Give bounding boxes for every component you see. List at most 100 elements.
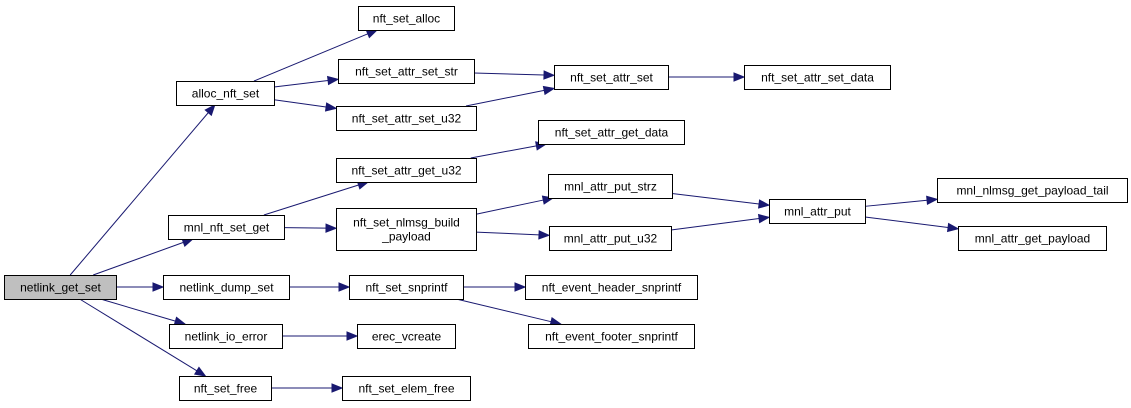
node-box: [336, 158, 477, 183]
edge-mnl_attr_put_strz-to-mnl_attr_put: [671, 192, 771, 209]
node-box: [338, 59, 475, 84]
edge-line: [263, 184, 359, 216]
arrowhead: [926, 195, 939, 206]
edge-netlink_get_set-to-mnl_nft_set_get: [93, 238, 195, 276]
node-nft_set_attr_get_u32[interactable]: nft_set_attr_get_u32: [336, 158, 477, 183]
edge-nft_set_attr_set_u32-to-nft_set_attr_set: [465, 85, 556, 107]
node-box: [4, 275, 117, 300]
node-box: [744, 65, 891, 90]
edge-line: [465, 89, 545, 107]
node-box: [342, 376, 471, 401]
edge-line: [473, 72, 545, 76]
edge-nft_set_attr_set-to-nft_set_attr_set_data: [668, 72, 746, 82]
arrowhead: [346, 331, 359, 341]
node-box: [168, 215, 285, 240]
node-box: [525, 275, 698, 300]
arrowhead: [325, 223, 338, 233]
node-box: [357, 324, 456, 349]
edge-netlink_get_set-to-netlink_dump_set: [116, 282, 165, 292]
node-nft_set_attr_get_data[interactable]: nft_set_attr_get_data: [538, 120, 685, 145]
node-box: [169, 324, 283, 349]
node-box: [358, 6, 455, 31]
node-label: nft_set_attr_set_str: [355, 65, 458, 79]
node-nft_set_nlmsg_build_payload[interactable]: nft_set_nlmsg_build_payload: [336, 208, 477, 251]
node-mnl_attr_put[interactable]: mnl_attr_put: [769, 199, 866, 224]
node-mnl_attr_put_strz[interactable]: mnl_attr_put_strz: [548, 174, 673, 199]
edge-line: [475, 199, 544, 215]
node-mnl_nlmsg_get_payload_tail[interactable]: mnl_nlmsg_get_payload_tail: [937, 178, 1128, 203]
arrowhead: [733, 72, 746, 82]
arrowhead: [946, 222, 960, 233]
edge-nft_set_attr_get_u32-to-nft_set_attr_get_data: [470, 141, 548, 159]
node-label: mnl_attr_put: [784, 205, 851, 219]
arrowhead: [331, 383, 344, 393]
edge-netlink_dump_set-to-nft_set_snprintf: [289, 282, 351, 292]
node-netlink_io_error[interactable]: netlink_io_error: [169, 324, 283, 349]
edge-mnl_attr_put_u32-to-mnl_attr_put: [670, 213, 771, 231]
node-label: mnl_attr_put_strz: [564, 180, 657, 194]
edge-mnl_attr_put-to-mnl_attr_get_payload: [864, 216, 960, 233]
edge-line: [864, 216, 949, 228]
node-nft_set_attr_set_str[interactable]: nft_set_attr_set_str: [338, 59, 475, 84]
node-box: [336, 208, 477, 251]
node-mnl_attr_put_u32[interactable]: mnl_attr_put_u32: [549, 226, 672, 251]
arrowhead: [758, 199, 771, 209]
arrowhead: [327, 75, 340, 86]
edge-alloc_nft_set-to-nft_set_attr_set_u32: [273, 99, 338, 112]
node-nft_set_free[interactable]: nft_set_free: [179, 376, 272, 401]
arrowhead: [543, 70, 556, 80]
node-label: nft_set_free: [194, 382, 258, 396]
node-label: erec_vcreate: [372, 330, 442, 344]
edge-line: [470, 145, 537, 159]
node-box: [336, 106, 477, 131]
node-nft_event_footer_snprintf[interactable]: nft_event_footer_snprintf: [528, 324, 695, 349]
node-nft_set_elem_free[interactable]: nft_set_elem_free: [342, 376, 471, 401]
node-box: [937, 178, 1128, 203]
node-netlink_get_set[interactable]: netlink_get_set: [4, 275, 117, 300]
node-mnl_attr_get_payload[interactable]: mnl_attr_get_payload: [958, 226, 1107, 251]
edge-netlink_io_error-to-erec_vcreate: [282, 331, 359, 341]
arrowhead: [324, 102, 338, 112]
edge-line: [475, 231, 540, 236]
node-nft_set_attr_set_data[interactable]: nft_set_attr_set_data: [744, 65, 891, 90]
node-erec_vcreate[interactable]: erec_vcreate: [357, 324, 456, 349]
arrowhead: [173, 316, 187, 326]
node-box: [163, 275, 290, 300]
node-mnl_nft_set_get[interactable]: mnl_nft_set_get: [168, 215, 285, 240]
node-box: [538, 120, 685, 145]
node-label: mnl_attr_put_u32: [564, 232, 658, 246]
node-label: nft_set_nlmsg_build: [353, 216, 460, 230]
edge-line: [670, 218, 760, 231]
node-label: nft_set_attr_get_data: [555, 126, 669, 140]
edge-nft_set_attr_set_str-to-nft_set_attr_set: [473, 70, 556, 80]
node-box: [958, 226, 1107, 251]
arrowhead: [365, 29, 379, 39]
node-label: mnl_attr_get_payload: [975, 232, 1090, 246]
node-nft_event_header_snprintf[interactable]: nft_event_header_snprintf: [525, 275, 698, 300]
edge-mnl_attr_put-to-mnl_nlmsg_get_payload_tail: [864, 195, 939, 207]
edge-netlink_get_set-to-alloc_nft_set: [69, 103, 216, 276]
edge-line: [79, 298, 198, 372]
arrowhead: [152, 282, 165, 292]
node-netlink_dump_set[interactable]: netlink_dump_set: [163, 275, 290, 300]
node-nft_set_attr_set[interactable]: nft_set_attr_set: [554, 65, 669, 90]
edge-netlink_get_set-to-nft_set_free: [79, 298, 207, 377]
edge-alloc_nft_set-to-nft_set_attr_set_str: [273, 75, 340, 88]
node-nft_set_snprintf[interactable]: nft_set_snprintf: [349, 275, 464, 300]
node-nft_set_attr_set_u32[interactable]: nft_set_attr_set_u32: [336, 106, 477, 131]
edge-line: [253, 33, 368, 82]
edge-mnl_nft_set_get-to-nft_set_nlmsg_build_payload: [283, 223, 338, 233]
node-label: netlink_get_set: [20, 281, 101, 295]
edge-line: [273, 99, 327, 108]
node-label: nft_event_header_snprintf: [542, 281, 682, 295]
arrowhead: [204, 103, 216, 117]
node-box: [349, 275, 464, 300]
edge-line: [93, 241, 184, 276]
node-box: [548, 174, 673, 199]
node-box: [528, 324, 695, 349]
arrowhead: [757, 213, 771, 224]
node-alloc_nft_set[interactable]: alloc_nft_set: [176, 81, 275, 106]
nodes-layer: netlink_get_set alloc_nft_set mnl_nft_set_…: [4, 6, 1128, 401]
node-nft_set_alloc[interactable]: nft_set_alloc: [358, 6, 455, 31]
